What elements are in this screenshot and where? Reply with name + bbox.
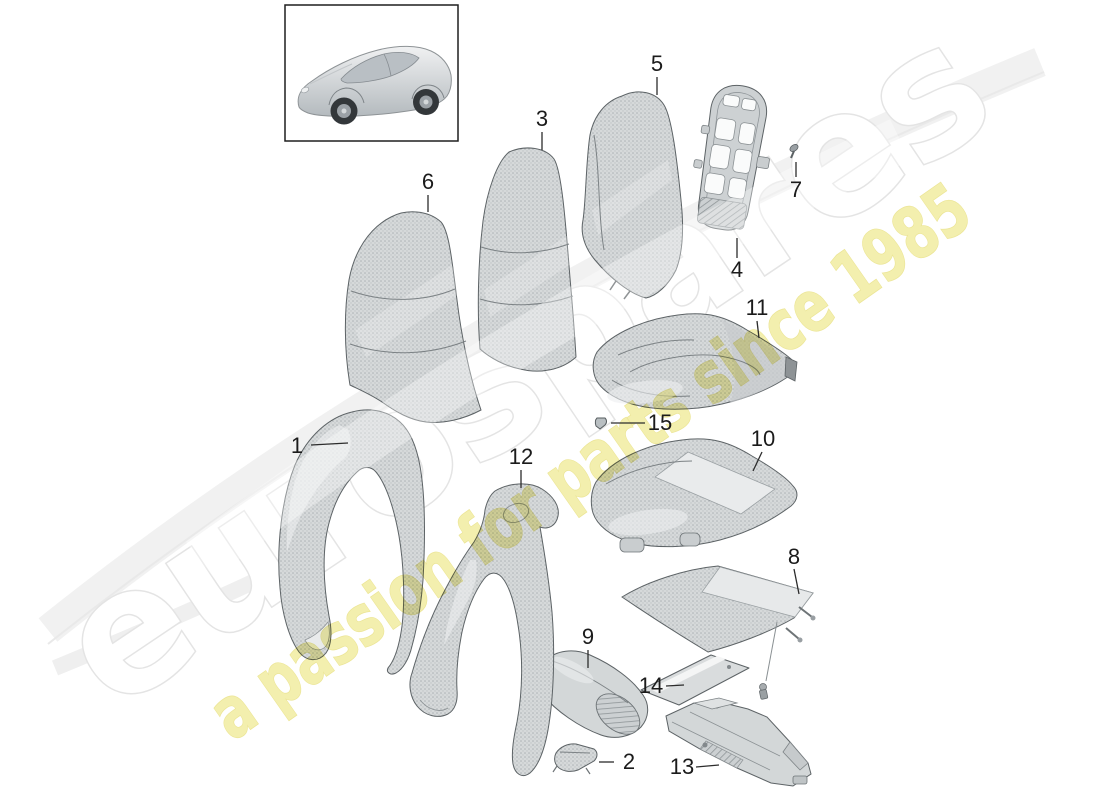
vehicle-thumbnail[interactable] [284,4,459,142]
part-13-top-box [692,697,739,710]
part-11-end-tab [784,356,798,382]
part-4-frame-openings [703,94,757,200]
part-7-fastener[interactable] [789,143,800,159]
callout-15-label[interactable]: 15 [648,410,672,435]
part-10-front-roll [608,508,688,536]
callout-10-label[interactable]: 10 [751,426,775,451]
part-13-seat-support[interactable] [665,697,812,787]
callout-10-leader [752,451,763,472]
callout-3-label[interactable]: 3 [536,106,548,131]
part-14-stripe [650,656,726,693]
part-1-highlight [286,425,351,552]
part-13-bolt [702,742,708,748]
part-6-seam [349,340,467,354]
part-4-side-tab [700,124,711,135]
part-5-fastener-pins [609,280,631,300]
part-13-end-bracket [782,741,809,771]
callout-2-label[interactable]: 2 [623,749,635,774]
part-14-pad-mat[interactable] [640,654,750,706]
callout-9-label[interactable]: 9 [582,624,594,649]
part-13-ridges [671,711,781,771]
part-4-side-tab [756,156,770,170]
callout-11-label[interactable]: 11 [746,295,769,320]
part-8-seat-heater-pad[interactable] [621,565,816,700]
callout-8-leader [793,568,800,595]
part-12-highlight [444,560,477,645]
part-5-highlight [592,160,672,235]
part-15-clip[interactable] [594,417,607,430]
part-8-screw [759,683,769,700]
part-14-pin [727,665,731,669]
part-11-seat-cushion-pad[interactable] [592,313,798,410]
callout-leaders [310,77,800,768]
part-4-bottom-rail [696,196,748,230]
part-11-seam [617,339,695,356]
part-2-feet [552,765,591,775]
part-12-foot-face [419,699,449,711]
callout-labels: 1 2 3 4 5 6 7 8 9 10 11 12 13 14 15 [291,51,802,779]
callout-8-label[interactable]: 8 [788,544,800,569]
callout-7-label[interactable]: 7 [790,177,802,202]
part-1-backrest-bolster-foam[interactable] [278,409,426,675]
part-9-highlight [550,656,594,684]
part-11-front-roll [607,380,683,404]
part-6-highlight [355,265,462,357]
part-8-pin-head [810,615,816,621]
part-5-seam [593,134,605,251]
part-10-foot [619,537,645,553]
part-2-edge [559,751,591,754]
callout-14-label[interactable]: 14 [639,673,663,698]
callout-6-label[interactable]: 6 [422,169,434,194]
part-11-side-flap [722,320,793,403]
part-8-pins [785,606,813,640]
part-3-seam [479,295,574,306]
part-1-foot-face [304,621,330,651]
part-12-cushion-bolster-foam[interactable] [409,483,559,777]
part-10-foot [679,532,701,547]
part-10-seam [605,460,693,485]
part-4-backrest-frame[interactable] [684,80,780,235]
callout-1-leader [310,442,349,446]
callout-11-leader [756,320,760,339]
part-9-end-cap [595,693,641,735]
part-7-stem [790,150,795,159]
part-6-seam [350,288,456,300]
part-11-seam [629,354,761,376]
callout-13-leader [695,764,720,768]
part-8-screw-line [765,621,778,682]
part-4-side-tab [693,159,703,169]
part-2-bracket[interactable] [552,743,598,775]
part-3-highlight [484,235,574,317]
callout-4-label[interactable]: 4 [731,257,743,282]
part-8-smooth-flap [701,566,814,618]
part-6-backrest-foam-pad[interactable] [344,211,482,423]
part-12-head-recess [502,502,530,524]
callout-14-leader [665,684,685,687]
watermark-glow-band [186,119,910,579]
part-10-insert-panel [654,451,776,515]
callout-5-label[interactable]: 5 [651,51,663,76]
callout-13-label[interactable]: 13 [670,754,694,779]
callout-12-label[interactable]: 12 [509,444,533,469]
part-5-backrest-pad[interactable] [581,91,684,300]
part-3-backrest-foam-pad[interactable] [477,147,577,372]
car-icon [297,45,452,125]
part-3-seam [480,243,570,254]
part-10-seat-cushion-foam[interactable] [590,438,798,553]
callout-1-label[interactable]: 1 [291,433,303,458]
part-8-pin-head [797,637,803,643]
part-13-foot [792,775,808,785]
